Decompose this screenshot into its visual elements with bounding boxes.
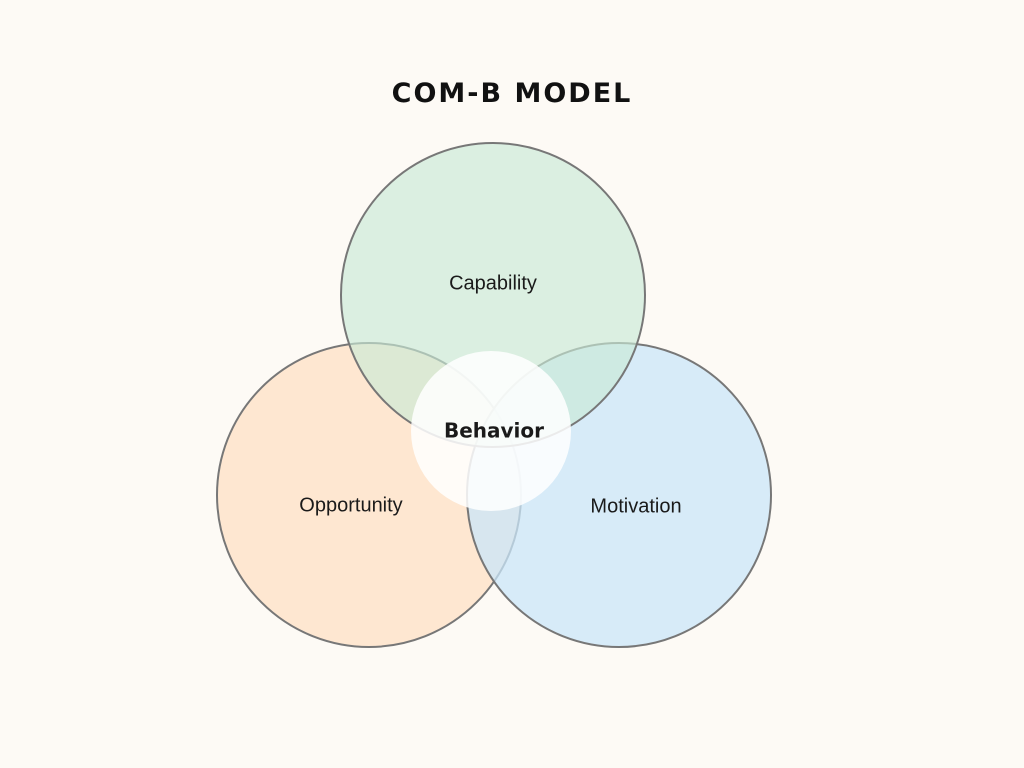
capability-label: Capability	[449, 272, 537, 294]
opportunity-label: Opportunity	[299, 494, 402, 516]
diagram-title: COM-B MODEL	[391, 78, 633, 109]
behavior-circle	[411, 351, 571, 511]
motivation-label: Motivation	[590, 495, 681, 517]
behavior-label: Behavior	[444, 419, 544, 443]
